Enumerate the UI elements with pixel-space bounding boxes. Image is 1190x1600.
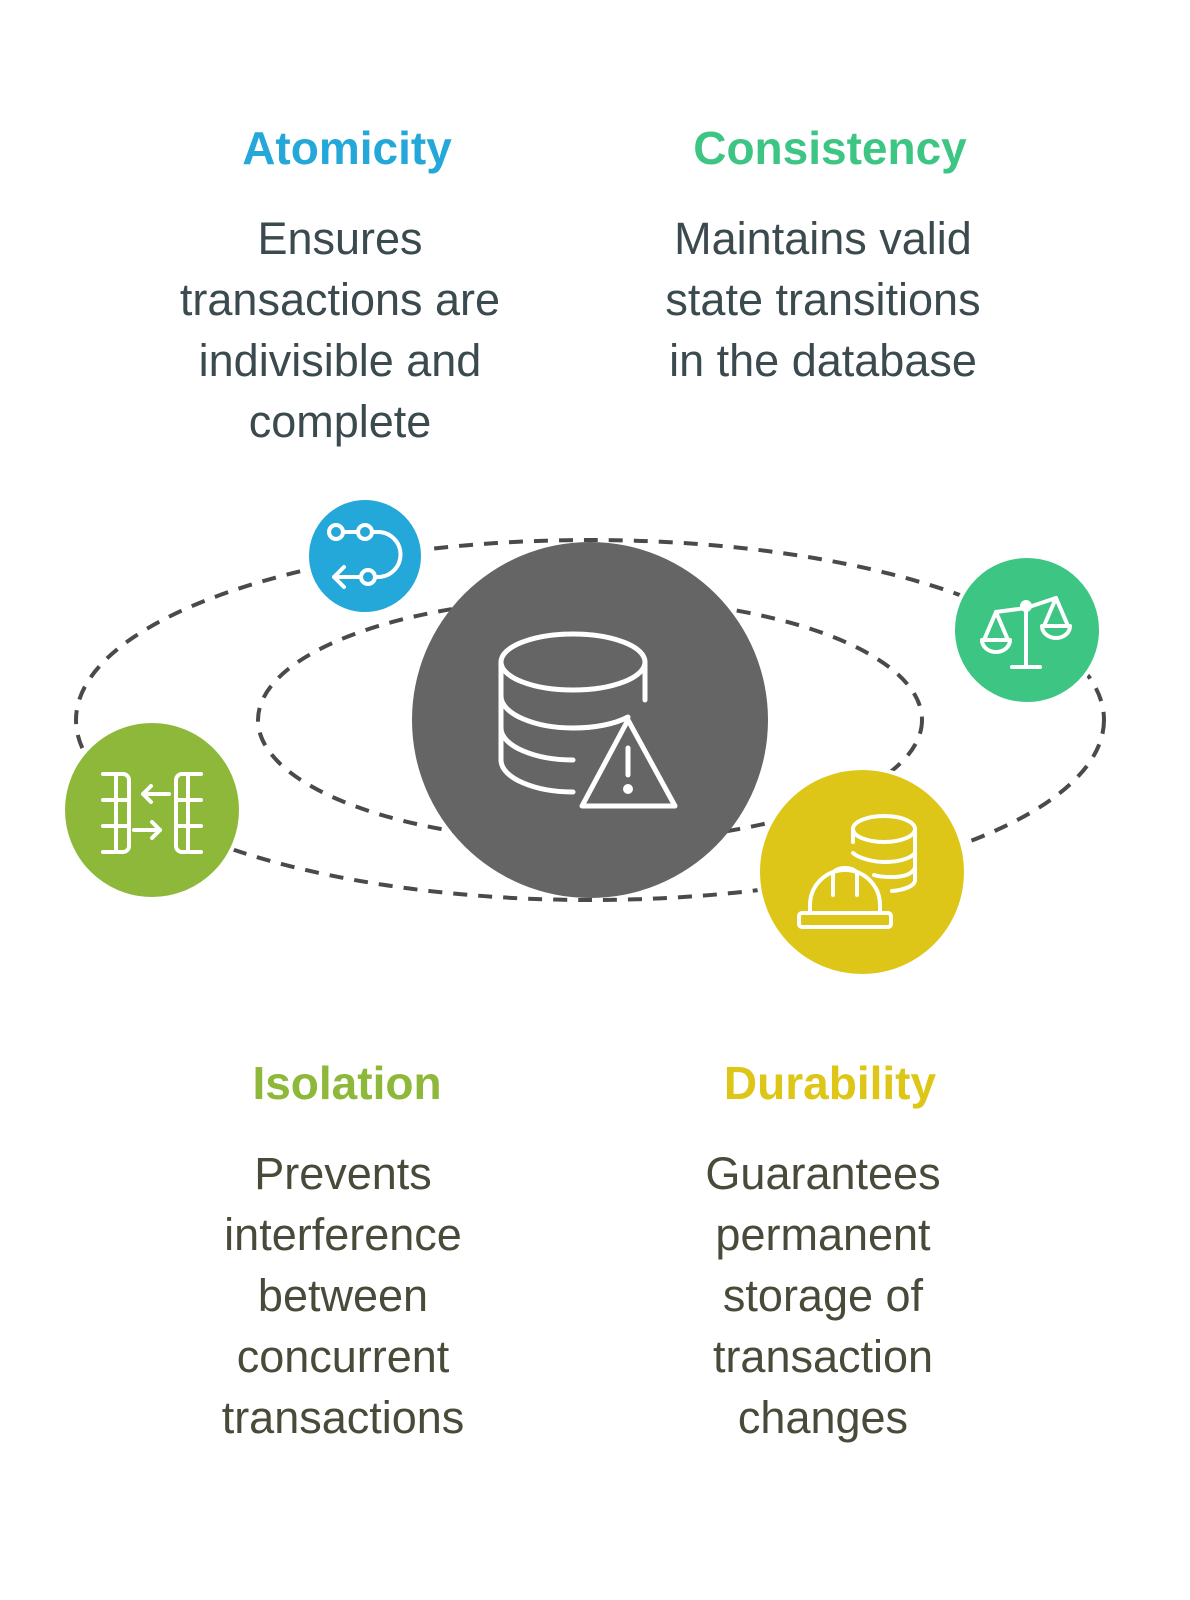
durability-bubble	[756, 766, 968, 978]
durability-description: Guarantees permanent storage of transact…	[705, 1148, 941, 1443]
atomicity-title: Atomicity	[242, 122, 452, 174]
center-hub	[412, 542, 768, 898]
atomicity-bubble	[305, 496, 425, 616]
table-exchange-icon	[101, 772, 203, 854]
outer-orbit	[74, 538, 1106, 902]
balance-scale-icon	[980, 596, 1072, 669]
database-warning-icon	[498, 631, 678, 809]
isolation-description: Prevents interference between concurrent…	[221, 1148, 465, 1443]
durability-title: Durability	[723, 1057, 937, 1109]
isolation-title: Isolation	[252, 1057, 442, 1109]
consistency-description: Maintains valid state transitions in the…	[665, 213, 981, 386]
consistency-title: Consistency	[693, 122, 967, 174]
isolation-bubble	[61, 719, 243, 901]
flow-path-icon	[327, 523, 403, 589]
consistency-bubble	[951, 554, 1103, 706]
database-hardhat-icon	[797, 814, 917, 929]
atomicity-description: Ensures transactions are indivisible and…	[179, 213, 501, 447]
